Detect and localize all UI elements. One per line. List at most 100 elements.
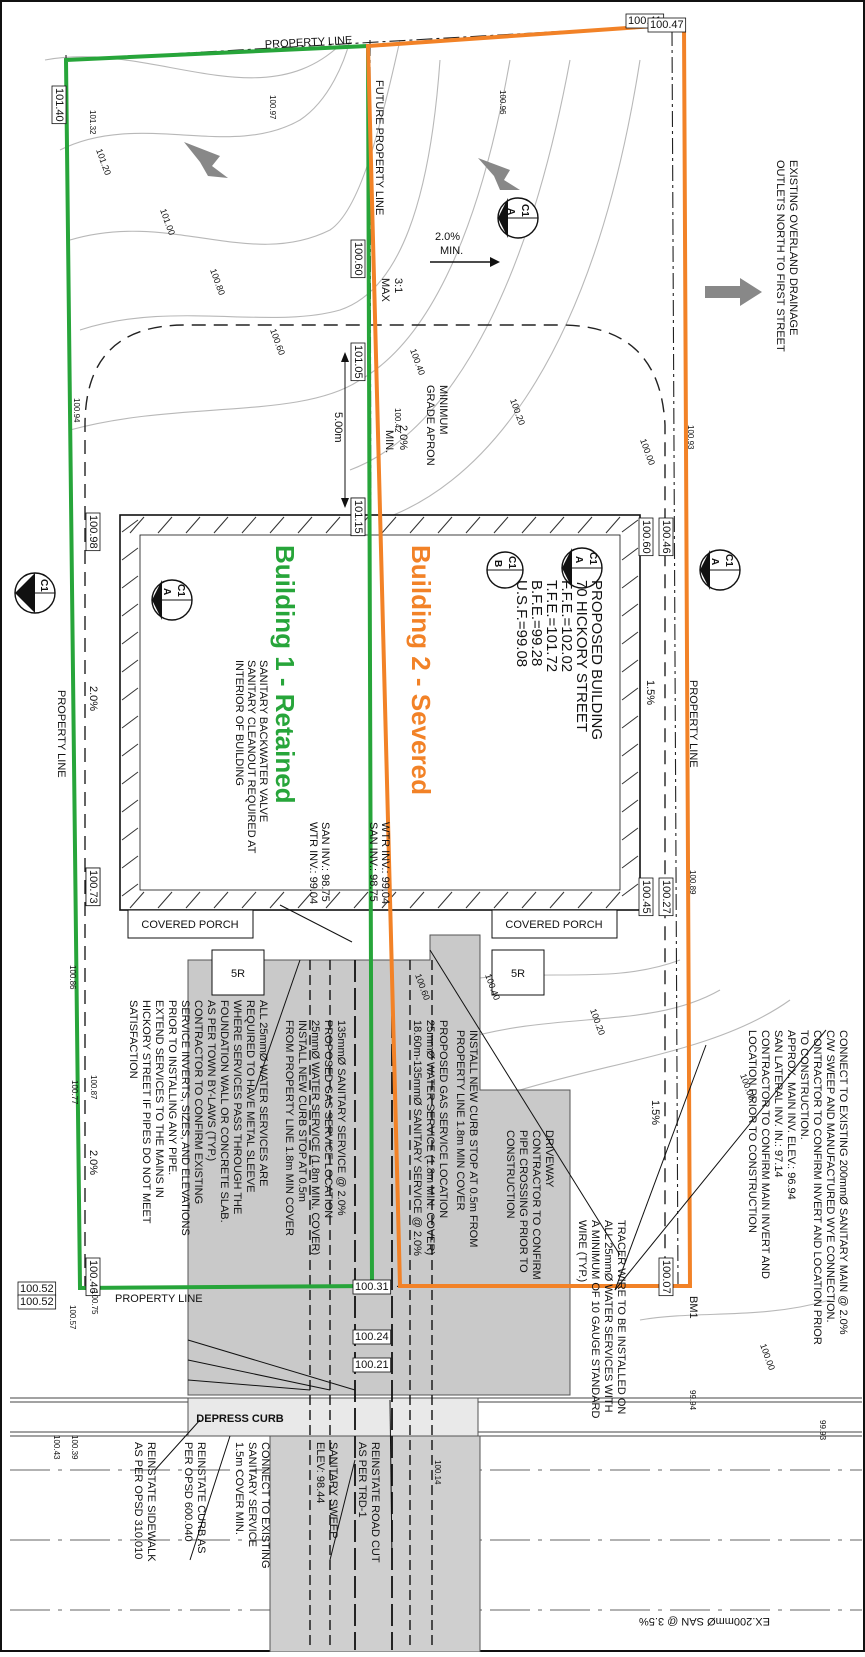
driveway-area bbox=[187, 934, 571, 1653]
water-service-note: PRIOR TO INSTALLING ANY PIPE. bbox=[166, 1000, 178, 1175]
section-letter: B bbox=[492, 560, 503, 567]
section-marker-2 bbox=[561, 547, 603, 589]
contour-label: 100.60 bbox=[268, 327, 287, 356]
sanitary-connection-note: C/W SWEEP AND MANUFACTURED WYE CONNECTIO… bbox=[824, 1030, 836, 1323]
building-1-invert: WTR INV.: 99.04 bbox=[307, 822, 319, 904]
slope-label: 2.0% bbox=[435, 231, 460, 243]
elevation-box bbox=[350, 239, 366, 279]
elevation-callout: 101.05 bbox=[352, 345, 364, 379]
proposed-building-text: T.F.E.=101.72 bbox=[543, 580, 560, 672]
section-letter: A bbox=[505, 208, 516, 215]
slope-label: 1.5% bbox=[649, 1100, 661, 1125]
sanitary-connection-note: CONTRACTOR TO CONFIRM MAIN INVERT AND bbox=[759, 1030, 771, 1279]
spot-elevation: 99.93 bbox=[818, 1420, 827, 1441]
service-note: 25mmØ WATER SERVICE (1.8m MIN. COVER) bbox=[424, 1020, 436, 1255]
service-note: 18.60m-135mmØ SANITARY SERVICE @ 2.0% bbox=[411, 1020, 423, 1256]
sidewalk-note: AS PER OPSD 310.010 bbox=[132, 1442, 144, 1559]
depress-curb-label: DEPRESS CURB bbox=[196, 1413, 283, 1425]
service-note: 25mmØ WATER SERVICE (1.8m MIN. COVER) bbox=[309, 1020, 321, 1255]
curb-stop-note: PROPERTY LINE 1.8m MIN COVER bbox=[454, 1030, 466, 1211]
elevation-box bbox=[638, 517, 654, 557]
sidewalk-note: REINSTATE SIDEWALK bbox=[145, 1442, 157, 1562]
elevation-box bbox=[352, 1357, 392, 1373]
covered-porch-2 bbox=[491, 909, 618, 939]
road-cut-note: AS PER TRD-1 bbox=[356, 1442, 368, 1518]
slope-label: MIN. bbox=[383, 430, 395, 453]
section-number: C1 bbox=[175, 584, 186, 597]
sanitary-sweep-note: ELEV: 98.44 bbox=[314, 1442, 326, 1503]
section-number: C1 bbox=[506, 556, 517, 569]
tracer-wire-note: ALL 25mmØ WATER SERVICES WITH bbox=[602, 1220, 614, 1413]
elevation-callout: 100.45 bbox=[640, 880, 652, 914]
building-1-invert: SAN INV.: 98.75 bbox=[319, 822, 331, 902]
spot-elevation: 100.57 bbox=[68, 1305, 77, 1330]
contour-lines bbox=[44, 39, 831, 1321]
elevation-box bbox=[51, 85, 67, 125]
elevation-box bbox=[352, 1279, 392, 1295]
connect-sanitary-note: CONNECT TO EXISTING bbox=[259, 1442, 271, 1569]
proposed-building-text: 70 HICKORY STREET bbox=[573, 580, 590, 732]
driveway-note: CONTRACTOR TO CONFIRM bbox=[530, 1130, 542, 1280]
water-service-note: SATISFACTION bbox=[127, 1000, 139, 1079]
step-box-1 bbox=[211, 949, 265, 996]
elevation-box bbox=[85, 867, 101, 907]
sanitary-connection-note: CONTRACTOR TO CONFIRM INVERT AND LOCATIO… bbox=[811, 1030, 823, 1345]
service-note: INSTALL NEW CURB STOP AT 0.5m bbox=[296, 1020, 308, 1202]
sanitary-main-label: EX.200mmØ SAN @ 3.5% bbox=[639, 1615, 770, 1627]
overland-drainage-note: OUTLETS NORTH TO FIRST STREET bbox=[774, 160, 786, 352]
tracer-wire-note: TRACER WIRE TO BE INSTALLED ON bbox=[615, 1220, 627, 1414]
spot-elevation: 100.43 bbox=[52, 1435, 61, 1460]
spot-elevation: 100.94 bbox=[72, 398, 81, 423]
elevation-callout: 100.31 bbox=[355, 1281, 389, 1293]
covered-porch-label: COVERED PORCH bbox=[141, 919, 238, 931]
property-line-label: PROPERTY LINE bbox=[55, 690, 67, 778]
connect-sanitary-note: 1.5m COVER MIN. bbox=[233, 1442, 245, 1535]
service-note: FROM PROPERTY LINE 1.8m MIN COVER bbox=[283, 1020, 295, 1236]
curb-note: REINSTATE CURB AS bbox=[195, 1442, 207, 1553]
step-label: 5R bbox=[511, 968, 525, 980]
elevation-callout: 100.52 bbox=[20, 1296, 54, 1308]
spot-elevation: 99.94 bbox=[688, 1390, 697, 1411]
spot-elevation: 100.39 bbox=[70, 1435, 79, 1460]
building-1-note: SANITARY CLEANOUT REQUIRED AT bbox=[245, 660, 257, 854]
proposed-building-text: U.S.F.=99.08 bbox=[513, 580, 530, 667]
proposed-building-text: PROPOSED BUILDING bbox=[588, 580, 605, 740]
section-letter: A bbox=[161, 588, 172, 595]
section-letter: A bbox=[573, 556, 584, 563]
elevation-box bbox=[85, 512, 101, 552]
elevation-callout: 100.21 bbox=[355, 1359, 389, 1371]
elevation-callout: 100.47 bbox=[650, 19, 684, 31]
section-number: C1 bbox=[723, 554, 734, 567]
water-service-note: HICKORY STREET IF PIPES DO NOT MEET bbox=[140, 1000, 152, 1224]
elevation-callout: 101.40 bbox=[53, 88, 65, 122]
elevation-callout: 100.73 bbox=[87, 870, 99, 904]
section-number: C1 bbox=[38, 579, 49, 592]
building-1-note: INTERIOR OF BUILDING bbox=[233, 660, 245, 786]
sanitary-connection-note: APPROX. MAIN INV. ELEV.: 96.94 bbox=[785, 1030, 797, 1200]
water-service-note: SERVICE INVERTS, SIZES, AND ELEVATIONS bbox=[179, 1000, 191, 1236]
covered-porch-label: COVERED PORCH bbox=[505, 919, 602, 931]
contour-label: 100.80 bbox=[208, 267, 227, 296]
slope-label: 2.0% bbox=[397, 425, 409, 450]
spot-elevation: 101.32 bbox=[88, 110, 97, 135]
property-line-label: PROPERTY LINE bbox=[687, 680, 699, 768]
property-line-label: PROPERTY LINE bbox=[115, 1293, 203, 1305]
driveway-note: PIPE CROSSING PRIOR TO bbox=[517, 1130, 529, 1273]
grade-apron-outline bbox=[84, 324, 666, 1290]
section-number: C1 bbox=[587, 552, 598, 565]
max-slope-label: MAX bbox=[379, 278, 391, 303]
step-label: 5R bbox=[231, 968, 245, 980]
driveway-note: CONSTRUCTION bbox=[504, 1130, 516, 1219]
spot-elevation: 100.89 bbox=[688, 870, 697, 895]
sanitary-connection-note: LOCATION PRIOR TO CONSTRUCTION bbox=[746, 1030, 758, 1233]
water-service-note: REQUIRED TO HAVE METAL SLEEVE bbox=[244, 1000, 256, 1193]
section-marker-1 bbox=[497, 197, 539, 239]
curb-stop-note: INSTALL NEW CURB STOP AT 0.5m FROM bbox=[467, 1030, 479, 1247]
section-marker-4 bbox=[699, 549, 741, 591]
curb-note: PER OPSD 600.040 bbox=[182, 1442, 194, 1542]
spot-elevation: 100.14 bbox=[433, 1460, 442, 1485]
elevation-box bbox=[638, 877, 654, 917]
water-service-note: WHERE SERVICES PASS THROUGH THE bbox=[231, 1000, 243, 1214]
